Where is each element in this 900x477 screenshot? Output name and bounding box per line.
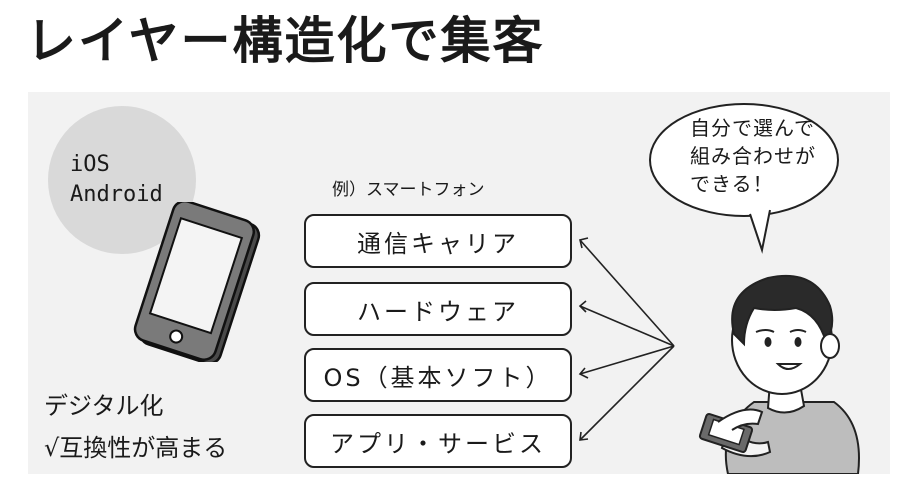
arrow-to-carrier [579, 239, 675, 347]
speech-bubble-text: 自分で選んで 組み合わせが できる！ [690, 116, 816, 196]
digitalization-label: デジタル化 [44, 392, 164, 420]
layer-carrier: 通信キャリア [304, 214, 572, 268]
arrow-to-apps [579, 345, 675, 441]
smartphone-icon [133, 202, 261, 362]
layer-os: OS（基本ソフト） [304, 348, 572, 402]
selection-arrows [578, 237, 675, 441]
os-circle: iOS Android [48, 106, 196, 254]
person-illustration [698, 274, 860, 474]
layer-apps: アプリ・サービス [304, 414, 572, 468]
os-label-ios: iOS [70, 152, 110, 177]
arrow-to-os [579, 345, 675, 375]
layer-hardware: ハードウェア [304, 282, 572, 336]
example-label: 例）スマートフォン [332, 180, 485, 200]
speech-bubble [649, 103, 839, 254]
page-title: レイヤー構造化で集客 [26, 12, 545, 70]
compatibility-label: √互換性が高まる [44, 434, 228, 462]
diagram-panel: iOS Android デジタル化 √互換性が高まる 例）スマートフォン 通信キ… [28, 92, 890, 474]
arrow-to-hardware [579, 305, 675, 347]
os-label-android: Android [70, 182, 163, 207]
